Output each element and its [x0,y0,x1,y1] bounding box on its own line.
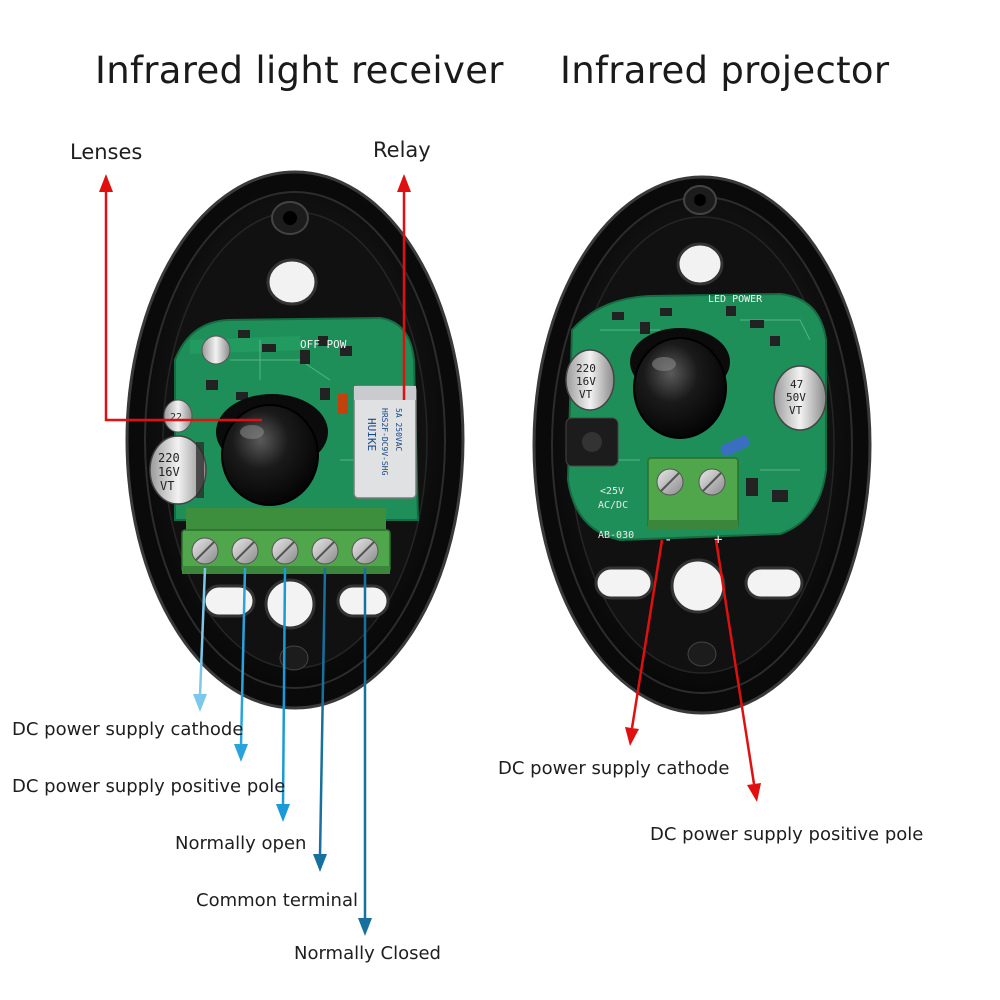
projector-terminal-block [647,457,739,530]
receiver-positive-label: DC power supply positive pole [12,776,286,797]
svg-text:AC/DC: AC/DC [598,500,628,511]
normally-closed-terminal-arrow [358,568,372,936]
receiver-off-pow-marking: OFF POW [300,338,347,351]
projector-model-marking: AB-030 [598,530,634,541]
svg-text:VT: VT [789,404,803,417]
projector-terminal-plus: + [714,532,722,548]
relay-callout-arrow [397,174,411,400]
normally-open-label: Normally open [175,833,307,854]
receiver-small-cap-marking: 22 [170,412,182,423]
svg-text:VT: VT [579,388,593,401]
projector-unit: LED POWER 220 16V VT 47 50V VT [532,175,872,715]
common-terminal-label: Common terminal [196,890,358,911]
svg-text:HRS2F-DC9V-SHG: HRS2F-DC9V-SHG [380,408,389,476]
receiver-lens-dome [216,394,328,506]
svg-text:HUIKE: HUIKE [365,418,378,451]
projector-cathode-arrow [625,539,664,746]
projector-capacitor-220uf: 220 16V VT [565,349,615,411]
projector-positive-arrow [714,539,761,802]
svg-text:VT: VT [160,479,174,493]
lenses-label: Lenses [70,140,143,164]
projector-led-pow-marking: LED POWER [708,294,763,305]
svg-text:<25V: <25V [600,486,624,497]
svg-text:50V: 50V [786,391,806,404]
svg-text:16V: 16V [576,375,596,388]
svg-text:16V: 16V [158,465,180,479]
projector-mount-hole [676,242,724,286]
normally-open-terminal-arrow [276,567,290,822]
receiver-relay: HUIKE HRS2F-DC9V-SHG 5A 250VAC [353,385,417,499]
receiver-bottom-slot-left [202,584,256,618]
lenses-callout-arrow [99,174,262,422]
receiver-bottom-hole-center [264,578,316,630]
receiver-mount-hole [266,258,318,306]
cathode-terminal-arrow [193,567,207,712]
projector-cathode-label: DC power supply cathode [498,758,730,779]
svg-text:220: 220 [576,362,596,375]
projector-terminal-minus: - [664,532,672,548]
relay-label: Relay [373,138,431,162]
positive-terminal-arrow [234,567,248,762]
receiver-cathode-label: DC power supply cathode [12,719,244,740]
svg-text:47: 47 [790,378,803,391]
projector-positive-label: DC power supply positive pole [650,824,924,845]
receiver-capacitor-220uf: 220 16V VT [149,435,207,505]
projector-capacitor-47uf: 47 50V VT [773,365,827,431]
svg-text:5A 250VAC: 5A 250VAC [394,408,403,452]
normally-closed-label: Normally Closed [294,943,441,964]
receiver-title: Infrared light receiver [95,49,504,92]
receiver-unit: OFF POW 22 220 16V VT HUIKE HRS2F-DC9V-S… [125,170,465,710]
receiver-terminal-block [181,508,391,574]
projector-title: Infrared projector [560,49,890,92]
receiver-bottom-slot-right [336,584,390,618]
projector-lens-dome [630,328,730,439]
svg-text:220: 220 [158,451,180,465]
common-terminal-arrow [313,567,327,872]
